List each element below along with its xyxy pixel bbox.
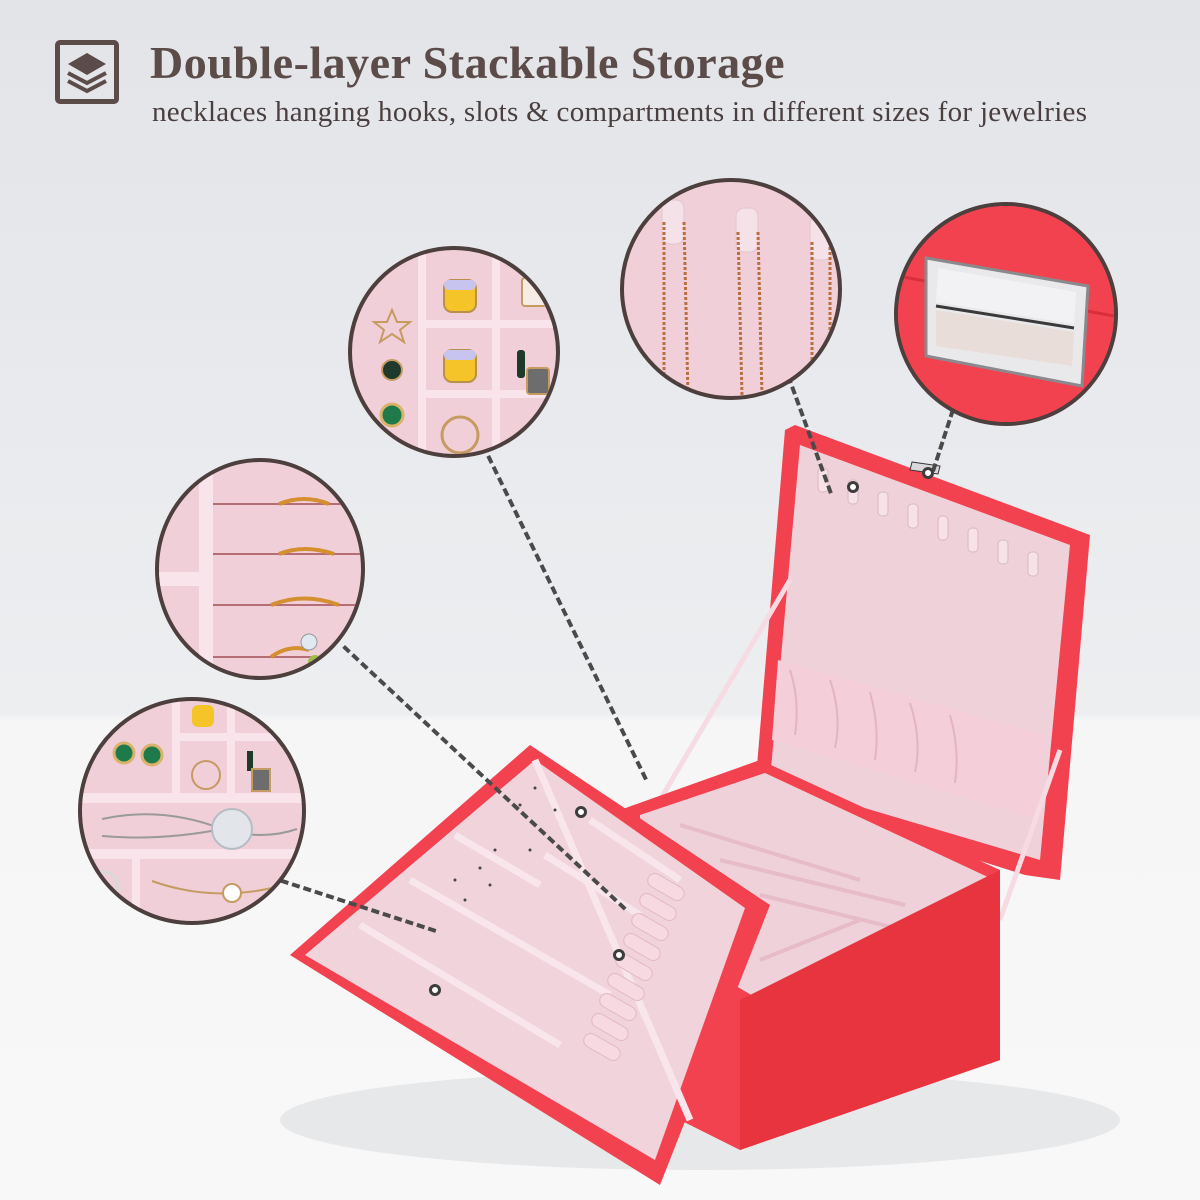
callout-earring-grid: [348, 246, 560, 458]
callout-dot-hooks: [847, 481, 859, 493]
callout-dot-clasp: [922, 467, 934, 479]
callout-dot-compartment: [429, 984, 441, 996]
callout-necklace-compartment: [78, 697, 306, 925]
callout-ring-rolls: [155, 458, 365, 680]
callout-dot-rings: [613, 949, 625, 961]
page-subtitle: necklaces hanging hooks, slots & compart…: [152, 96, 1088, 128]
page-title: Double-layer Stackable Storage: [150, 37, 786, 88]
callout-metal-clasp: [894, 202, 1118, 426]
callout-necklace-hooks: [620, 178, 842, 400]
callout-dot-earrings: [575, 806, 587, 818]
stacked-layers-icon: [55, 40, 119, 104]
